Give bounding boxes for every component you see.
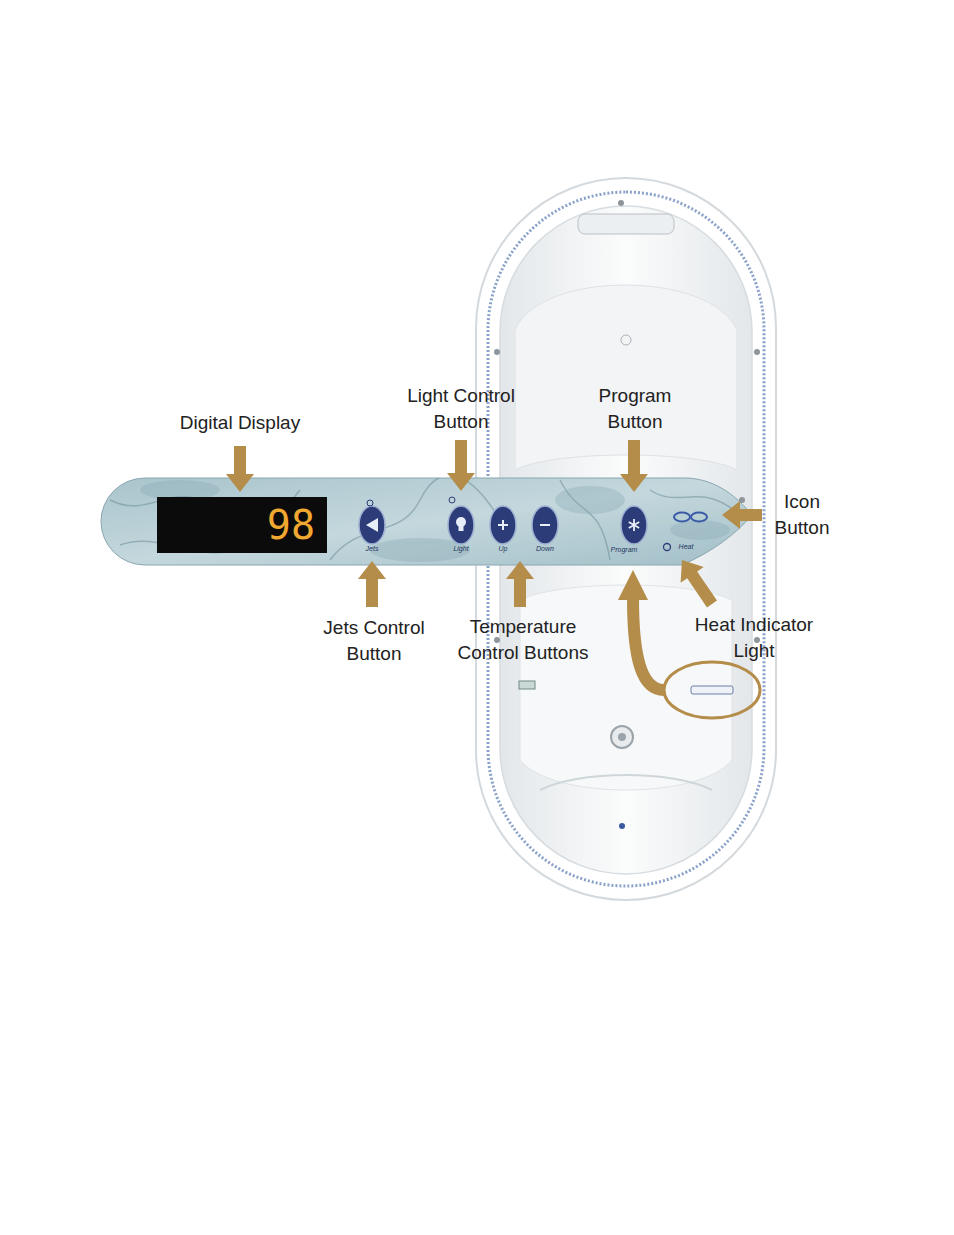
highlight-ellipse bbox=[664, 662, 760, 718]
minus-symbol bbox=[540, 524, 550, 526]
button-caption: Program bbox=[611, 546, 638, 554]
jet-nozzle bbox=[618, 200, 624, 206]
drain-center bbox=[618, 733, 626, 741]
display-reading: 98 bbox=[267, 502, 315, 548]
jets-symbol bbox=[366, 518, 378, 532]
temp-up-button bbox=[490, 506, 516, 544]
bulb-symbol bbox=[456, 517, 466, 527]
callout-label-box: Program Button bbox=[585, 383, 685, 434]
backrest bbox=[515, 285, 737, 470]
callout-label: Heat Indicator Light bbox=[682, 612, 827, 663]
digital-display: 98 bbox=[157, 497, 327, 553]
callout-arrow bbox=[681, 560, 717, 607]
marble-blotch bbox=[555, 486, 625, 514]
light-button bbox=[448, 506, 474, 544]
indicator-caption: Heat bbox=[679, 543, 694, 551]
indicator-light bbox=[367, 500, 373, 506]
callout-label-box: Heat Indicator Light bbox=[682, 612, 827, 663]
icon-logo bbox=[674, 513, 690, 522]
drain bbox=[611, 726, 633, 748]
plus-symbol bbox=[498, 520, 508, 530]
temp-down-button bbox=[532, 506, 558, 544]
marble-vein bbox=[650, 490, 740, 515]
jet-nozzle bbox=[494, 349, 500, 355]
button-caption: Jets bbox=[366, 545, 379, 553]
callout-label: Jets Control Button bbox=[309, 615, 439, 666]
marble-blotch bbox=[670, 520, 730, 540]
button-caption-box: Up bbox=[491, 545, 515, 553]
control-panel bbox=[101, 478, 752, 565]
curved-arrow-head bbox=[618, 570, 648, 600]
small-fitting bbox=[519, 681, 535, 689]
headrest-pillow bbox=[578, 214, 674, 234]
button-caption-box: Jets bbox=[357, 545, 387, 553]
heat-sensor-fitting bbox=[691, 686, 733, 694]
jets-button bbox=[359, 506, 385, 544]
bulb-base bbox=[459, 526, 464, 531]
callout-arrow bbox=[722, 501, 762, 529]
callout-label: Digital Display bbox=[180, 410, 300, 436]
callout-label-box: Icon Button bbox=[762, 489, 842, 540]
indicator-light bbox=[449, 497, 455, 503]
callout-label: Program Button bbox=[585, 383, 685, 434]
callout-label: Icon Button bbox=[762, 489, 842, 540]
callout-label: Temperature Control Buttons bbox=[443, 614, 603, 665]
button-caption: Light bbox=[453, 545, 468, 553]
button-caption-box: Program bbox=[604, 546, 644, 554]
heat-indicator-light bbox=[664, 544, 671, 551]
jet-nozzle bbox=[619, 823, 625, 829]
jet-nozzle bbox=[621, 335, 631, 345]
curved-arrow-shaft bbox=[633, 598, 664, 690]
callout-label-box: Temperature Control Buttons bbox=[443, 614, 603, 665]
callout-label: Light Control Button bbox=[391, 383, 531, 434]
asterisk-symbol bbox=[629, 519, 639, 531]
callout-arrow bbox=[447, 440, 475, 491]
button-caption-box: Down bbox=[530, 545, 560, 553]
seat-ridge bbox=[540, 775, 712, 790]
indicator-caption-box: Heat bbox=[674, 543, 698, 551]
button-caption: Down bbox=[536, 545, 554, 553]
callout-arrow bbox=[506, 561, 534, 607]
callout-arrow bbox=[226, 446, 254, 492]
callout-arrow bbox=[620, 440, 648, 492]
callout-arrow bbox=[358, 561, 386, 607]
icon-logo bbox=[691, 513, 707, 522]
button-caption: Up bbox=[499, 545, 508, 553]
callout-label-box: Light Control Button bbox=[391, 383, 531, 434]
program-button bbox=[621, 506, 647, 544]
callout-label-box: Jets Control Button bbox=[309, 615, 439, 666]
button-caption-box: Light bbox=[446, 545, 476, 553]
jet-nozzle bbox=[754, 349, 760, 355]
callout-label-box: Digital Display bbox=[140, 410, 340, 436]
